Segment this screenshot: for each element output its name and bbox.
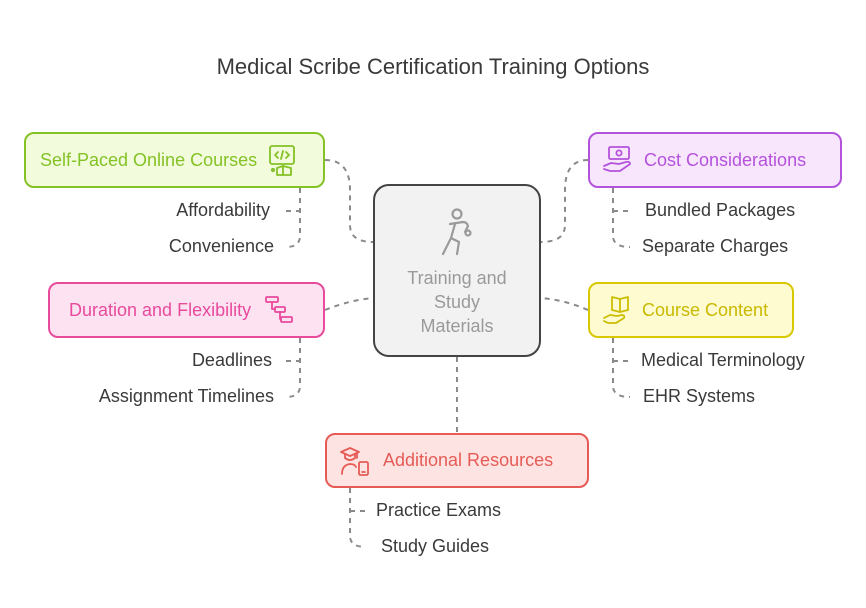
branch-label: Course Content (642, 299, 769, 320)
sub-item-separate-charges: Separate Charges (642, 236, 789, 256)
sub-item-convenience: Convenience (168, 236, 274, 256)
branch-additional-resources: Additional Resources (325, 433, 589, 488)
sub-item-deadlines: Deadlines (191, 350, 272, 370)
student-tablet-icon (339, 445, 371, 477)
timeline-icon (263, 294, 295, 326)
sub-item-study-guides: Study Guides (381, 536, 490, 556)
branch-label: Cost Considerations (644, 149, 807, 170)
central-node: Training and Study Materials (373, 184, 541, 357)
sub-item-medical-terminology: Medical Terminology (641, 350, 805, 370)
branch-course-content: Course Content (588, 282, 794, 338)
person-running-icon (441, 208, 472, 256)
sub-item-bundled-packages: Bundled Packages (645, 200, 796, 220)
branch-cost-considerations: Cost Considerations (588, 132, 842, 188)
code-book-icon (267, 144, 299, 176)
open-book-hand-icon (602, 294, 634, 326)
sub-item-ehr-systems: EHR Systems (643, 386, 756, 406)
branch-self-paced-online-courses: Self-Paced Online Courses (24, 132, 325, 188)
sub-item-assignment-timelines: Assignment Timelines (98, 386, 274, 406)
central-node-label: Training and Study Materials (407, 268, 507, 336)
diagram-title: Medical Scribe Certification Training Op… (216, 54, 650, 79)
sub-item-practice-exams: Practice Exams (376, 500, 502, 520)
branch-label: Self-Paced Online Courses (40, 149, 258, 170)
sub-item-affordability: Affordability (176, 200, 270, 220)
branch-label: Duration and Flexibility (69, 299, 252, 320)
money-hand-icon (602, 144, 634, 176)
branch-label: Additional Resources (383, 450, 554, 470)
branch-duration-and-flexibility: Duration and Flexibility (48, 282, 325, 338)
